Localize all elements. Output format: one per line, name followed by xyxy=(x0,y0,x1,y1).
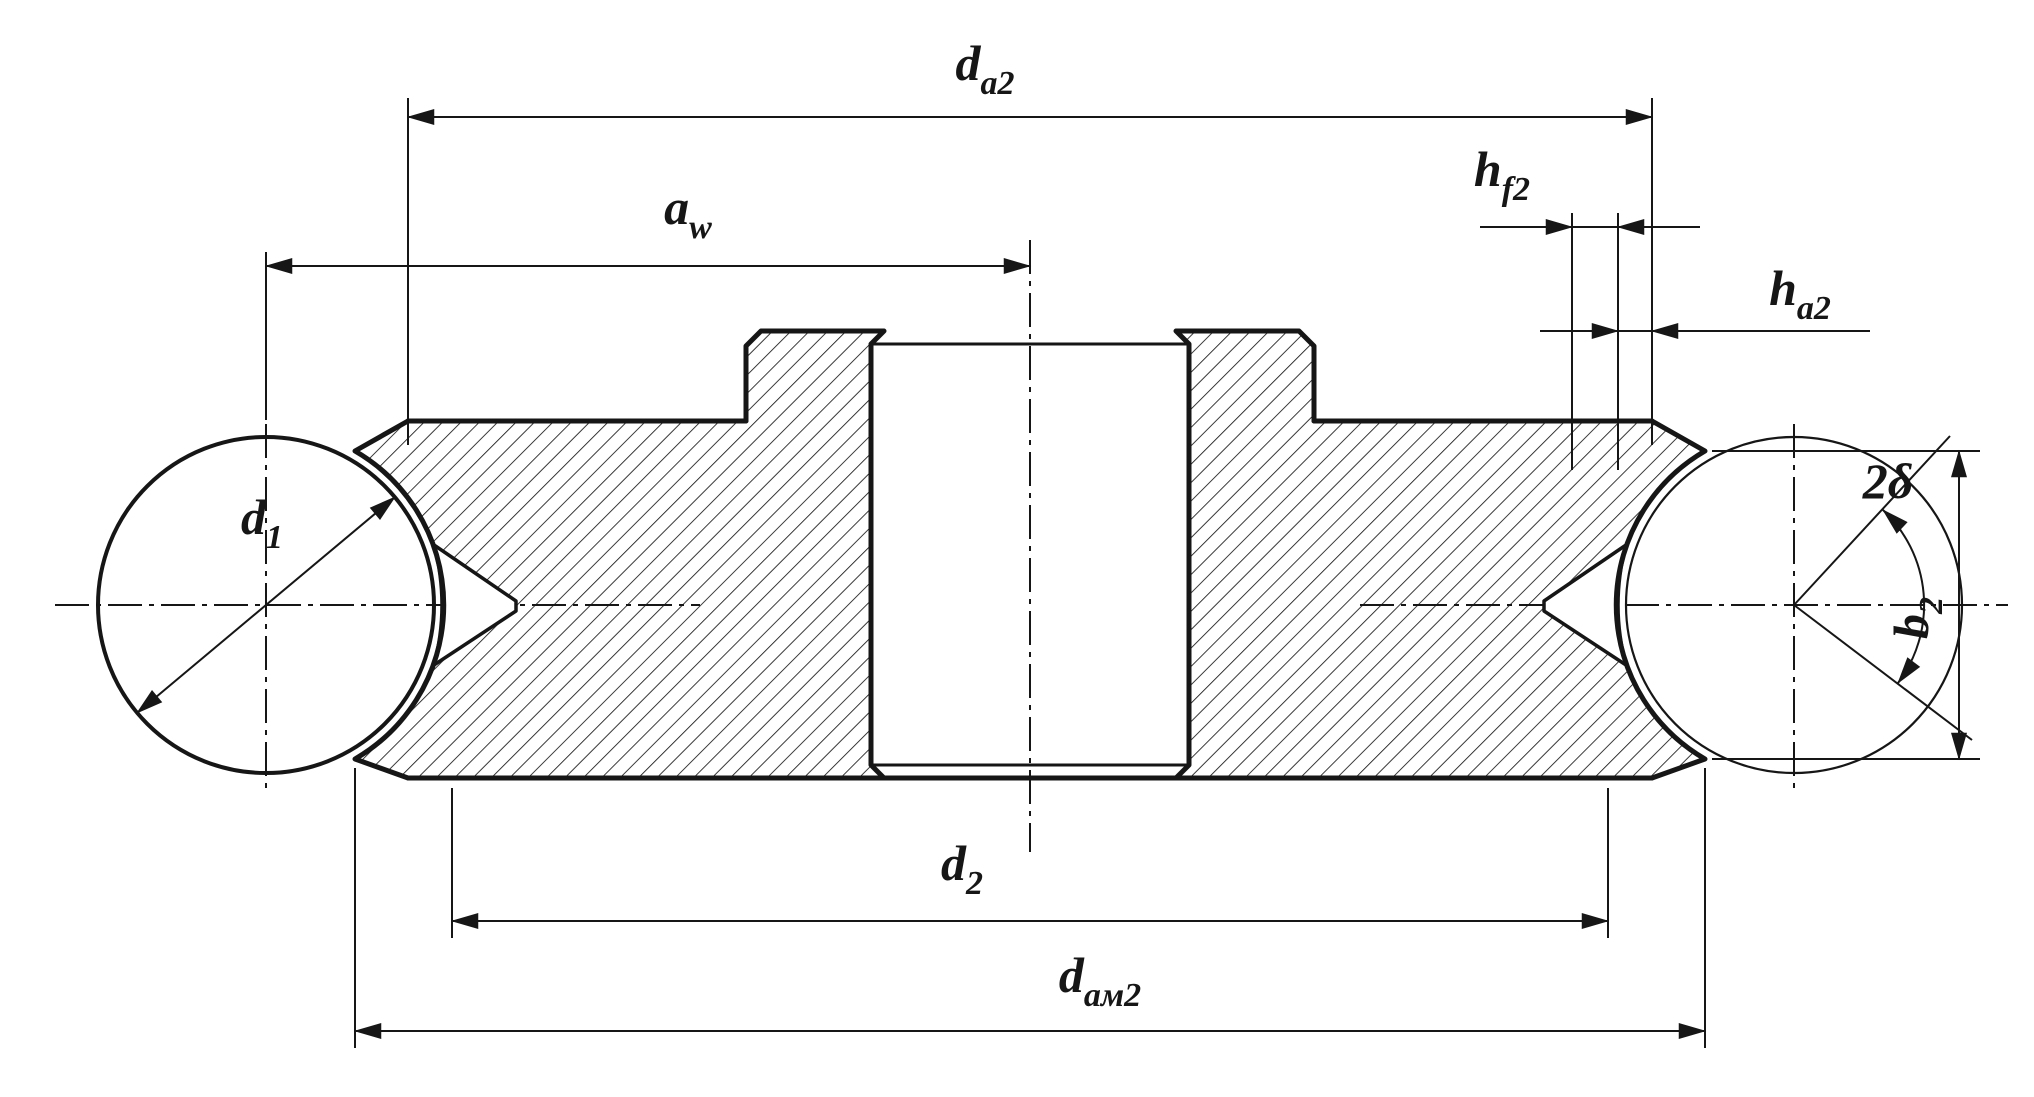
label-aw: aw xyxy=(664,179,712,246)
dimension-hf2 xyxy=(1480,213,1700,470)
dimension-2delta xyxy=(1793,435,1973,741)
gorge-face-left xyxy=(352,418,447,781)
angle-arc xyxy=(1882,509,1926,684)
section-hatching xyxy=(355,331,1705,778)
hatch-left-half xyxy=(355,331,884,778)
dimension-dam2 xyxy=(353,768,1707,1048)
label-dam2: dам2 xyxy=(1059,947,1141,1014)
label-b2: b2 xyxy=(1883,597,1950,639)
angle-leg-upper xyxy=(1793,435,1951,606)
dimension-b2 xyxy=(1712,449,1980,761)
dimension-aw xyxy=(264,252,1032,420)
wheel-body-outline xyxy=(352,328,1708,781)
label-hf2: hf2 xyxy=(1474,141,1530,208)
label-da2: da2 xyxy=(956,35,1015,102)
label-d1: d1 xyxy=(241,489,283,556)
worm-circle xyxy=(96,435,436,775)
dimension-d1 xyxy=(136,496,396,714)
dimension-labels: da2 aw hf2 ha2 d1 2δ b2 d2 dам2 xyxy=(241,35,1950,1014)
label-ha2: ha2 xyxy=(1769,260,1831,327)
dimension-line xyxy=(136,496,396,714)
gorge-face-right xyxy=(1613,418,1708,781)
label-d2: d2 xyxy=(941,835,983,902)
dimension-d2 xyxy=(450,788,1610,938)
label-2delta: 2δ xyxy=(1862,453,1914,509)
